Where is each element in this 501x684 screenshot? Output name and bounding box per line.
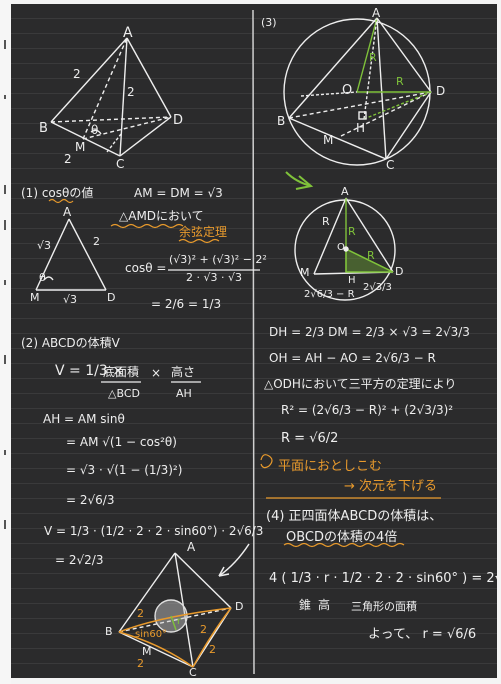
sqrt3-label: √3 [37, 239, 52, 252]
volume-equation: 4 ( 1/3 · r · 1/2 · 2 · 2 · sin60° ) = 2… [269, 571, 497, 586]
label-a: A [123, 25, 133, 41]
label-r: R [322, 215, 330, 228]
label-d: D [395, 265, 404, 278]
triangle-amd-figure [35, 218, 107, 291]
label-o: O [342, 83, 353, 98]
label-m: M [300, 266, 310, 279]
edge-label: 2 [64, 152, 72, 166]
label-r: R [348, 225, 356, 238]
cos-lhs: cosθ = [125, 261, 167, 275]
ah-step-3: = √3 · √(1 − (1/3)²) [66, 463, 183, 477]
left-margin-strip [0, 0, 11, 684]
cos-numerator: (√3)² + (√3)² − 2² [169, 253, 267, 266]
r-squared-equation: R² = (2√6/3 − R)² + (2√3/3)² [281, 403, 454, 417]
label-c: C [386, 158, 395, 172]
label-d: D [235, 600, 244, 613]
height-label: 高さ [171, 365, 196, 379]
underlines [48, 198, 441, 548]
edge-label: 2 [137, 607, 144, 620]
label-r: R [396, 75, 404, 88]
cone-label: 錐 [299, 598, 312, 612]
label-m: M [30, 291, 40, 304]
triangle-area-label: 三角形の面積 [351, 600, 417, 613]
theta-label: θ [91, 123, 99, 137]
ah-label: AH [176, 387, 192, 400]
label-r: R [369, 51, 377, 64]
edge-label: 2 [200, 623, 207, 636]
cosine-rule: 余弦定理 [179, 225, 228, 239]
edge-label: 2 [127, 85, 135, 99]
volume-step-1: V = 1/3 · (1/2 · 2 · 2 · sin60°) · 2√6/3 [44, 524, 264, 538]
sqrt3-label: √3 [63, 293, 78, 306]
in-triangle-amd: △AMDにおいて [119, 209, 204, 223]
times-sign: × [151, 366, 162, 380]
ah-step-2: = AM √(1 − cos²θ) [66, 435, 177, 449]
oh-equation: OH = AH − AO = 2√6/3 − R [269, 351, 436, 365]
label-a: A [372, 6, 381, 20]
q3-label: (3) [261, 16, 277, 29]
cos-result: = 2/6 = 1/3 [151, 297, 222, 311]
label-d: D [107, 291, 116, 304]
tip-line-1: 平面におとしこむ [278, 459, 383, 474]
label-m: M [142, 645, 152, 658]
base-area: 底面積 [103, 365, 140, 379]
label-a: A [341, 185, 349, 198]
curved-arrow-to-figure [218, 543, 250, 577]
q4-line-1: (4) 正四面体ABCDの体積は、 [266, 509, 443, 524]
label-d: D [436, 84, 446, 98]
label-b: B [277, 114, 286, 128]
q4-line-2: OBCDの体積の4倍 [286, 530, 398, 545]
am-equation: AM = DM = √3 [134, 186, 223, 200]
pythagoras-note: △ODHにおいて三平方の定理により [264, 377, 457, 391]
column-divider [252, 9, 255, 675]
circumsphere-figure [283, 17, 432, 166]
tip-line-2: → 次元を下げる [344, 479, 438, 494]
volume-result: = 2√2/3 [55, 553, 104, 567]
q2-title: (2) ABCDの体積V [21, 336, 120, 350]
label-b: B [105, 625, 113, 638]
oh-fraction: 2√6/3 − R [304, 289, 355, 300]
label-c: C [116, 157, 125, 171]
label-d: D [173, 113, 184, 128]
label-b: B [39, 121, 48, 136]
edge-label: 2 [137, 657, 144, 670]
cross-section-figure [294, 197, 396, 301]
ah-step-4: = 2√6/3 [66, 493, 115, 507]
dh-equation: DH = 2/3 DM = 2/3 × √3 = 2√3/3 [269, 325, 470, 339]
tetrahedron-figure [50, 37, 172, 157]
final-answer: よって、 r = √6/6 [368, 627, 477, 642]
fraction-bar [168, 269, 260, 271]
label-m: M [323, 133, 334, 147]
label-o: O [337, 242, 345, 253]
r-value: R = √6/2 [281, 431, 339, 446]
label-a: A [63, 205, 72, 219]
inradius-label: r [177, 616, 182, 627]
theta-label: θ [39, 271, 46, 284]
volume-formula: V = 1/3 × [55, 363, 124, 379]
sin60-label: sin60° [135, 629, 168, 640]
height-kanji: 高 [318, 598, 331, 612]
tetrahedron-sphere-figure [118, 552, 232, 668]
diagrams-layer [35, 9, 441, 675]
edge-label: 2 [209, 643, 216, 656]
triangle-bcd: △BCD [108, 387, 140, 400]
q1-title: (1) cosθの値 [21, 186, 94, 200]
ah-step-1: AH = AM sinθ [43, 412, 125, 426]
label-h: H [356, 121, 366, 135]
edge-label: 2 [73, 67, 81, 81]
blackboard-note: A 2 2 B D M θ 2 C (1) cosθの値 AM = DM = √… [11, 4, 497, 678]
label-m: M [75, 140, 86, 154]
label-r: R [367, 249, 375, 262]
label-a: A [187, 540, 196, 554]
edge-label: 2 [93, 235, 100, 248]
dh-fraction: 2√3/3 [363, 282, 392, 293]
green-arrow [285, 171, 314, 190]
label-c: C [189, 666, 197, 678]
label-h: H [348, 275, 356, 286]
cos-denominator: 2 · √3 · √3 [186, 271, 242, 284]
